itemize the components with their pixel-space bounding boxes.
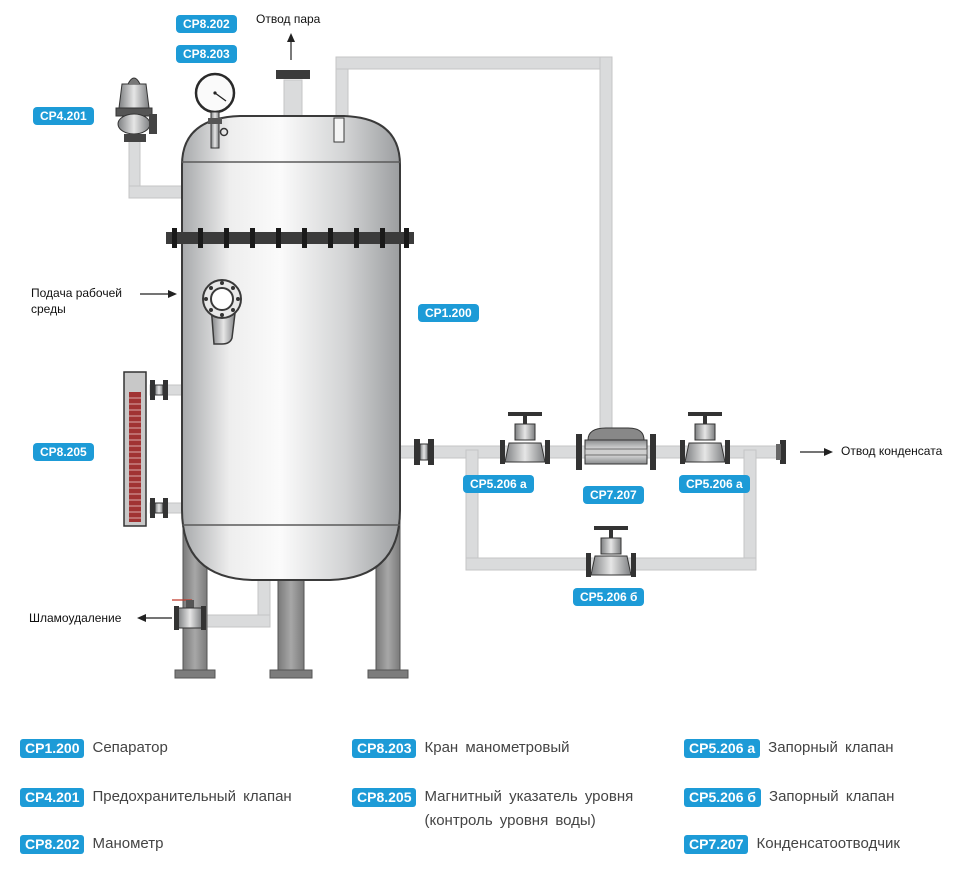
callout-cp5-206a-left: CP5.206 а (463, 475, 534, 493)
legend-text: Сепаратор (92, 739, 168, 756)
gauge-cock-stem (210, 111, 220, 149)
legend-code: CP4.201 (20, 788, 85, 807)
magnetic-level-gauge (123, 371, 168, 527)
legend-item-cp8-205: CP8.205 Магнитный указатель уровня (конт… (352, 788, 642, 833)
condensate-outlet-flange (776, 440, 786, 464)
gauge-cock-nut (208, 118, 222, 124)
balance-line-stub (333, 117, 345, 143)
separator-vessel (166, 70, 414, 581)
inlet-nozzle (202, 279, 242, 345)
balance-line-top (335, 56, 613, 70)
legend-code: CP8.205 (352, 788, 417, 807)
callout-cp1-200: CP1.200 (418, 304, 479, 322)
legend-code: CP5.206 а (684, 739, 761, 758)
sludge-valve-stem (186, 600, 194, 608)
feed-label-line2: среды (31, 302, 66, 316)
legend-item-cp1-200: CP1.200 Сепаратор (20, 739, 168, 760)
legend-item-cp4-201: CP4.201 Предохранительный клапан (20, 788, 292, 809)
legend-item-cp8-202: CP8.202 Манометр (20, 835, 164, 856)
callout-cp4-201: CP4.201 (33, 107, 94, 125)
safety-valve-bonnet (118, 83, 150, 109)
legend-text: Запорный клапан (769, 788, 895, 805)
bypass-right-leg (743, 449, 757, 571)
legend-code: CP8.202 (20, 835, 85, 854)
pressure-gauge (194, 72, 236, 114)
separator-diagram (115, 33, 833, 679)
legend-item-cp8-203: CP8.203 Кран манометровый (352, 739, 569, 760)
legend-text: Предохранительный клапан (92, 788, 292, 805)
legend-text: Запорный клапан (768, 739, 894, 756)
stop-valve-a-right (680, 412, 730, 464)
flow-arrows (137, 33, 833, 622)
level-gauge-bar (129, 392, 141, 522)
leg-left-foot (174, 669, 216, 679)
sludge-valve-body (177, 607, 203, 629)
legend-text: Конденсатоотводчик (756, 835, 900, 852)
legend-code: CP5.206 б (684, 788, 762, 807)
steam-nozzle-flange (276, 70, 310, 79)
body-flange (166, 232, 414, 244)
bypass-left-leg (465, 449, 479, 571)
leg-right-foot (367, 669, 409, 679)
safety-valve-outlet-flange (149, 114, 157, 134)
safety-valve-body (117, 113, 151, 135)
sludge-removal-label: Шламоудаление (29, 611, 122, 625)
callout-cp7-207: CP7.207 (583, 486, 644, 504)
safety-valve-inlet-flange (124, 134, 146, 142)
safety-valve-cap (127, 77, 141, 85)
feed-label-line1: Подача рабочей (31, 286, 122, 300)
vessel-shell (181, 115, 401, 581)
callout-cp5-206b: CP5.206 б (573, 588, 645, 606)
safety-valve-pipe-h (128, 185, 185, 199)
gauge-cock (208, 111, 229, 149)
condensate-trap (576, 427, 656, 470)
condensate-outlet-label: Отвод конденсата (841, 444, 943, 458)
legend-code: CP7.207 (684, 835, 749, 854)
legend-item-cp5-206a: CP5.206 а Запорный клапан (684, 739, 894, 760)
legend-text: Магнитный указатель уровня (контроль уро… (424, 788, 634, 829)
leg-center-foot (269, 669, 313, 679)
safety-valve (115, 77, 157, 142)
callout-cp8-202: CP8.202 (176, 15, 237, 33)
legend-text: Кран манометровый (424, 739, 570, 756)
legend-code: CP8.203 (352, 739, 417, 758)
level-gauge-valve-top (150, 380, 168, 400)
flange-bolts (172, 228, 409, 248)
steam-nozzle-pipe (283, 79, 303, 119)
callout-cp5-206a-right: CP5.206 а (679, 475, 750, 493)
stop-valve-b-bypass (586, 526, 636, 577)
legend-item-cp7-207: CP7.207 Конденсатоотводчик (684, 835, 900, 856)
level-gauge-valve-bottom (150, 498, 168, 518)
callout-cp8-205: CP8.205 (33, 443, 94, 461)
legend-item-cp5-206b: CP5.206 б Запорный клапан (684, 788, 894, 809)
callout-cp8-203: CP8.203 (176, 45, 237, 63)
pressure-gauge-needle (214, 92, 227, 102)
sludge-valve (172, 599, 206, 630)
condensate-nozzle-flange (414, 439, 434, 465)
steam-outlet-label: Отвод пара (256, 12, 321, 26)
legend-code: CP1.200 (20, 739, 85, 758)
legend-text: Манометр (92, 835, 164, 852)
stop-valve-a-left (500, 412, 550, 464)
gauge-cock-handle (219, 127, 229, 137)
balance-line-down (599, 56, 613, 430)
level-gauge-scale (129, 397, 141, 519)
